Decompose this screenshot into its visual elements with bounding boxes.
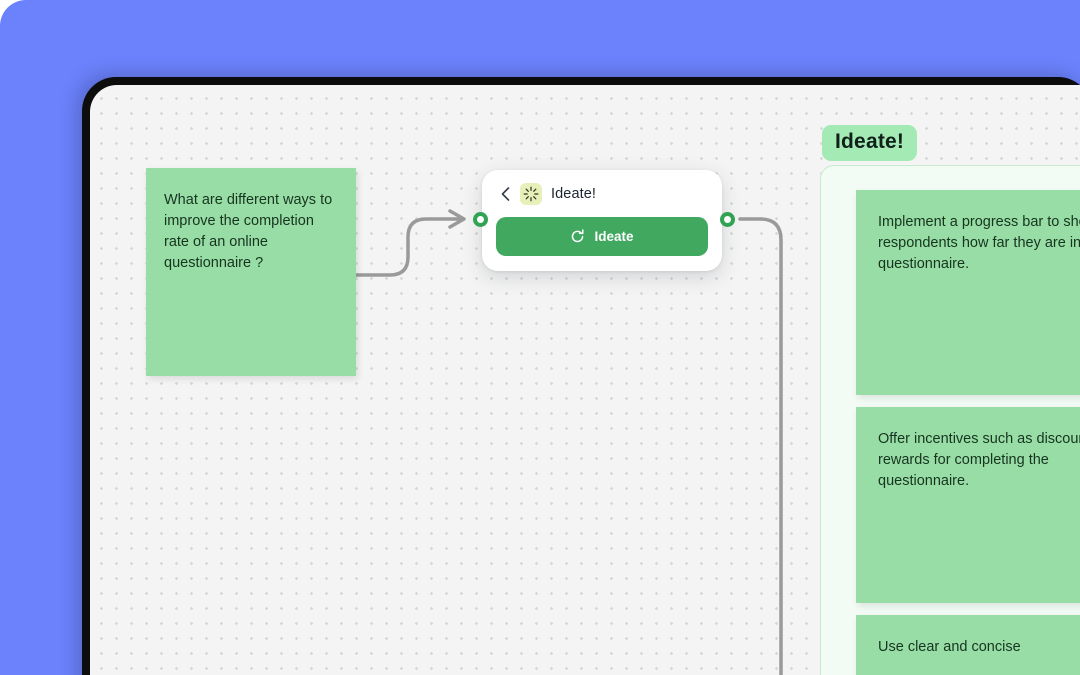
question-sticky-note[interactable]: What are different ways to improve the c…	[146, 168, 356, 376]
ideate-button[interactable]: Ideate	[496, 217, 708, 256]
node-title: Ideate!	[551, 186, 597, 202]
result-note-text: Use clear and concise	[878, 639, 1021, 655]
edge-node-to-results	[738, 217, 783, 675]
results-panel-badge[interactable]: Ideate!	[822, 125, 918, 161]
question-note-text: What are different ways to improve the c…	[164, 192, 333, 271]
sparkle-burst-icon	[520, 183, 542, 205]
device-frame: What are different ways to improve the c…	[82, 77, 1080, 675]
result-note[interactable]: Offer incentives such as discounts or re…	[856, 407, 1080, 603]
ideate-node-card[interactable]: Ideate! Ideate	[482, 170, 722, 271]
edge-question-to-node	[354, 217, 462, 277]
edge-arrowhead	[448, 209, 466, 229]
result-note[interactable]: Use clear and concise	[856, 615, 1080, 675]
result-note-text: Offer incentives such as discounts or re…	[878, 431, 1080, 489]
node-input-port[interactable]	[473, 212, 488, 227]
refresh-icon	[570, 229, 585, 244]
node-header: Ideate!	[496, 183, 708, 205]
chevron-left-icon[interactable]	[499, 187, 511, 201]
node-output-port[interactable]	[720, 212, 735, 227]
flow-canvas[interactable]: What are different ways to improve the c…	[90, 85, 1080, 675]
ideate-button-label: Ideate	[594, 229, 634, 244]
